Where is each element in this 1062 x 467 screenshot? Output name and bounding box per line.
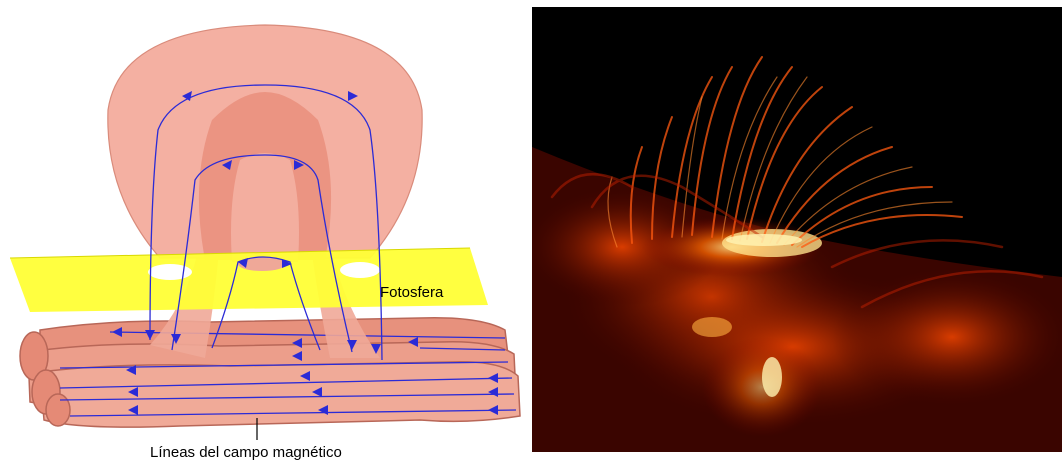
diagram-svg: Fotosfera Líneas del campo magnético: [0, 0, 530, 462]
field-lines-label: Líneas del campo magnético: [150, 444, 342, 461]
magnetic-loop-diagram: Fotosfera Líneas del campo magnético: [0, 0, 530, 462]
plasma-bulb-core: [231, 153, 299, 262]
solar-coronal-loops-image: [532, 7, 1062, 452]
solar-photo-svg: [532, 7, 1062, 452]
photosphere-plane: [10, 248, 488, 312]
photosphere-label: Fotosfera: [380, 284, 444, 301]
